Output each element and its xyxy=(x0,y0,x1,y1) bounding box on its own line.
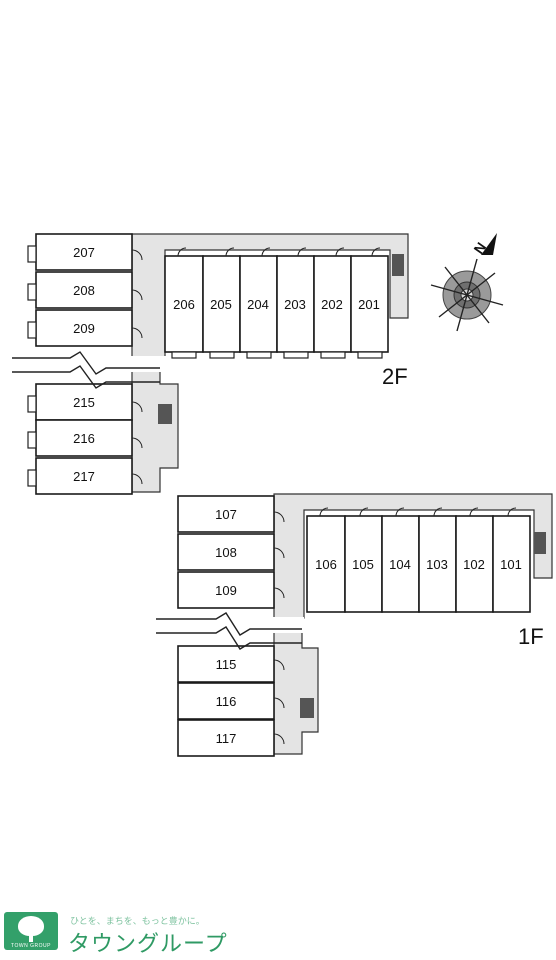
left-column-1f: 107 108 109 115 116 117 xyxy=(154,495,304,757)
top-row-1f: 106 105 104 103 102 101 xyxy=(306,507,531,613)
unit-label-107: 107 xyxy=(215,507,237,522)
unit-215 xyxy=(35,383,133,421)
unit-label-101: 101 xyxy=(500,557,522,572)
town-group-logo: TOWN GROUP ひとを、まちを、もっと豊かに。 タウングループ xyxy=(4,910,254,956)
unit-103 xyxy=(418,515,457,613)
stairs-1f-east xyxy=(534,532,546,554)
unit-209 xyxy=(35,309,133,347)
tree-logo-icon: TOWN GROUP xyxy=(4,912,58,950)
unit-label-215: 215 xyxy=(73,395,95,410)
unit-101 xyxy=(492,515,531,613)
unit-104 xyxy=(381,515,420,613)
unit-217 xyxy=(35,457,133,495)
unit-206 xyxy=(164,255,204,353)
unit-label-102: 102 xyxy=(463,557,485,572)
unit-115 xyxy=(177,645,275,683)
top-row-2f: 206 205 204 203 202 201 xyxy=(164,247,389,359)
floor-label-1f: 1F xyxy=(518,624,544,649)
unit-204 xyxy=(239,255,278,353)
unit-label-103: 103 xyxy=(426,557,448,572)
compass-rose-icon: N xyxy=(430,233,504,332)
left-column-2f: 207 208 209 215 216 217 xyxy=(10,233,170,495)
unit-label-207: 207 xyxy=(73,245,95,260)
unit-label-104: 104 xyxy=(389,557,411,572)
break-line-2f xyxy=(12,351,160,389)
unit-201 xyxy=(350,255,389,353)
unit-label-206: 206 xyxy=(173,297,195,312)
unit-102 xyxy=(455,515,494,613)
stairs-2f-east xyxy=(392,254,404,276)
floor-1f: 107 108 109 115 116 117 106 105 104 103 xyxy=(154,493,553,757)
unit-105 xyxy=(344,515,383,613)
unit-208 xyxy=(35,271,133,309)
unit-label-117: 117 xyxy=(216,731,237,746)
stairs-1f-west xyxy=(300,698,314,718)
floor-2f: 207 208 209 215 216 217 206 xyxy=(10,233,409,495)
break-line-1f xyxy=(156,612,302,650)
unit-label-217: 217 xyxy=(73,469,95,484)
unit-205 xyxy=(202,255,241,353)
unit-label-203: 203 xyxy=(284,297,306,312)
logo-mark-caption: TOWN GROUP xyxy=(11,943,51,949)
unit-label-116: 116 xyxy=(216,694,237,709)
unit-label-201: 201 xyxy=(358,297,380,312)
unit-216 xyxy=(35,419,133,457)
floor-label-2f: 2F xyxy=(382,364,408,389)
unit-label-204: 204 xyxy=(247,297,269,312)
unit-109 xyxy=(177,571,275,609)
unit-117 xyxy=(177,719,275,757)
unit-label-209: 209 xyxy=(73,321,95,336)
corridor-1f-lower xyxy=(273,627,319,755)
unit-label-205: 205 xyxy=(210,297,232,312)
unit-label-216: 216 xyxy=(73,431,95,446)
unit-label-105: 105 xyxy=(352,557,374,572)
unit-label-208: 208 xyxy=(73,283,95,298)
logo-name: タウングループ xyxy=(68,931,228,956)
unit-label-109: 109 xyxy=(215,583,237,598)
unit-label-106: 106 xyxy=(315,557,337,572)
unit-108 xyxy=(177,533,275,571)
unit-116 xyxy=(177,682,275,720)
unit-107 xyxy=(177,495,275,533)
logo-tagline: ひとを、まちを、もっと豊かに。 xyxy=(70,916,205,926)
unit-label-115: 115 xyxy=(216,657,237,672)
corridor-2f-lower xyxy=(131,367,179,493)
unit-label-202: 202 xyxy=(321,297,343,312)
unit-label-108: 108 xyxy=(215,545,237,560)
stairs-2f-west xyxy=(158,404,172,424)
